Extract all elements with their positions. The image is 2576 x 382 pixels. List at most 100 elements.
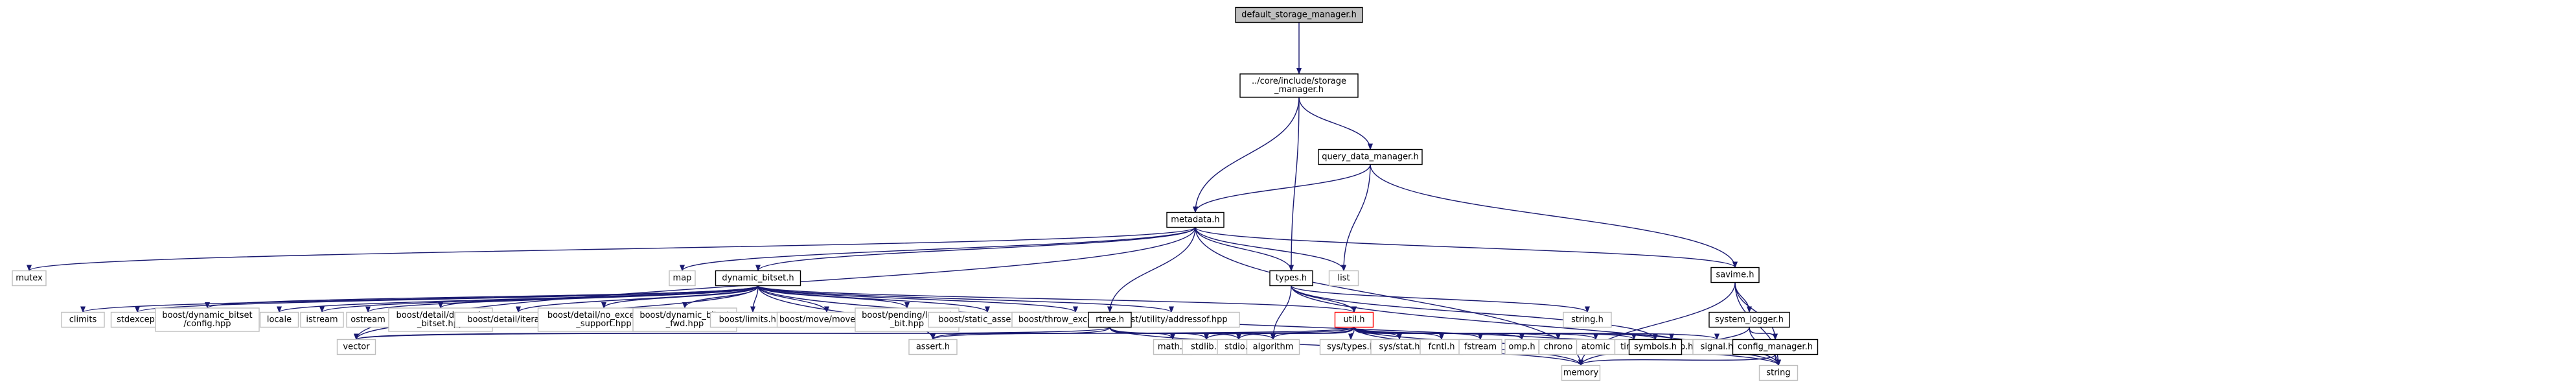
edge-metadata-to-map: [680, 226, 1196, 272]
edge-dynamic-bitset-to-boost-no-exceptions: [601, 285, 759, 309]
node-label: atomic: [1581, 342, 1610, 352]
edge-arrow: [1370, 164, 1738, 269]
edge-arrow: [1291, 285, 1658, 340]
node-label: boost/detail/no_exceptions: [547, 311, 661, 320]
edge-util-to-sys-types: [1348, 327, 1355, 340]
node-util[interactable]: util.h: [1334, 311, 1374, 328]
edge-config-manager-to-string: [1775, 354, 1781, 366]
node-label: savime.h: [1716, 270, 1754, 280]
node-metadata[interactable]: metadata.h: [1166, 211, 1225, 228]
node-box: [336, 339, 376, 355]
edge-dynamic-bitset-to-boost-limits: [750, 285, 759, 313]
edge-arrow: [1195, 227, 1346, 272]
edge-arrow: [1341, 164, 1371, 272]
node-label: algorithm: [1253, 342, 1294, 352]
node-query-data-manager[interactable]: query_data_manager.h: [1318, 149, 1423, 165]
node-label: assert.h: [916, 342, 950, 352]
node-mutex: mutex: [12, 270, 47, 287]
node-dynamic-bitset[interactable]: dynamic_bitset.h: [715, 270, 801, 287]
node-sys-types: sys/types.h: [1319, 339, 1383, 355]
edge-storage-manager-to-metadata: [1193, 97, 1300, 213]
edge-types-to-symbols: [1291, 285, 1658, 340]
node-label: sys/types.h: [1327, 342, 1375, 352]
node-label: sys/stat.h: [1379, 342, 1420, 352]
edge-storage-manager-to-query-data-manager: [1298, 97, 1373, 150]
node-label: stdio.h: [1225, 342, 1253, 352]
edge-arrow: [1195, 226, 1738, 269]
node-box: [1710, 267, 1760, 283]
node-label: _support.hpp: [575, 319, 631, 329]
node-label: string: [1766, 368, 1790, 378]
edge-util-to-algorithm: [1271, 327, 1355, 340]
edge-arrow: [1298, 97, 1373, 150]
node-box: [1239, 73, 1359, 98]
node-list: list: [1328, 270, 1359, 287]
node-assert: assert.h: [908, 339, 958, 355]
node-rtree[interactable]: rtree.h: [1088, 311, 1132, 328]
node-label: string.h: [1571, 315, 1604, 325]
node-box: [155, 307, 260, 332]
node-label: vector: [343, 342, 370, 352]
node-label: symbols.h: [1634, 342, 1677, 352]
node-istream: istream: [300, 311, 344, 328]
edge-metadata-to-rtree: [1107, 227, 1196, 313]
node-system-logger[interactable]: system_logger.h: [1708, 311, 1790, 328]
edge-arrow: [757, 285, 1174, 313]
node-climits: climits: [61, 311, 105, 328]
edge-arrow: [1271, 327, 1355, 340]
node-label: math.h: [1158, 342, 1188, 352]
node-box: [1561, 364, 1601, 381]
edge-arrow: [354, 326, 1355, 340]
node-label: metadata.h: [1171, 215, 1219, 225]
node-box: [715, 270, 801, 287]
node-box: [259, 311, 299, 328]
node-label: signal.h: [1701, 342, 1734, 352]
edge-arrow: [1193, 164, 1371, 213]
edge-dynamic-bitset-to-boost-throw: [757, 285, 1078, 313]
node-config-manager[interactable]: config_manager.h: [1732, 339, 1819, 355]
node-symbols[interactable]: symbols.h: [1628, 339, 1683, 355]
edge-arrow: [1193, 97, 1300, 213]
node-box: [300, 311, 344, 328]
node-label: chrono: [1544, 342, 1573, 352]
edge-metadata-to-types: [1195, 227, 1294, 272]
edge-dynamic-bitset-to-boost-fwd: [682, 285, 759, 309]
node-label: istream: [306, 315, 338, 325]
node-label: ../core/include/storage: [1252, 77, 1346, 86]
edge-arrow: [930, 326, 1355, 340]
node-label: mutex: [16, 274, 43, 283]
node-vector: vector: [336, 339, 376, 355]
edge-dynamic-bitset-to-boost-detail-dynamic: [438, 285, 759, 309]
node-types[interactable]: types.h: [1269, 270, 1313, 287]
node-string-h: string.h: [1563, 311, 1612, 328]
node-label: dynamic_bitset.h: [722, 274, 794, 283]
node-savime[interactable]: savime.h: [1710, 267, 1760, 283]
node-box: [12, 270, 47, 287]
node-label: default_storage_manager.h: [1241, 10, 1357, 20]
node-label: boost/dynamic_bitset: [162, 311, 252, 320]
edge-arrow: [1775, 354, 1781, 366]
edge-arrow: [757, 285, 829, 313]
node-box: [1269, 270, 1313, 287]
node-label: util.h: [1344, 315, 1365, 325]
edge-query-data-manager-to-metadata: [1193, 164, 1371, 213]
node-label: _manager.h: [1274, 85, 1324, 95]
edge-savime-to-config-manager: [1734, 282, 1778, 340]
node-box: [1334, 311, 1374, 328]
node-storage-manager[interactable]: ../core/include/storage_manager.h: [1239, 73, 1359, 98]
node-box: [1628, 339, 1683, 355]
node-label: locale: [267, 315, 292, 325]
node-label: stdexcept: [117, 315, 158, 325]
node-sys-stat: sys/stat.h: [1370, 339, 1429, 355]
node-label: boost/move/move.hpp: [779, 315, 874, 325]
edge-metadata-to-mutex: [27, 226, 1196, 272]
node-box: [669, 270, 696, 287]
node-root[interactable]: default_storage_manager.h: [1235, 6, 1363, 23]
node-box: [1088, 311, 1132, 328]
node-label: fstream: [1464, 342, 1497, 352]
edge-arrow: [516, 285, 759, 313]
edge-dynamic-bitset-to-util: [757, 285, 1357, 313]
edge-arrow: [1195, 227, 1294, 272]
node-label: ostream: [351, 315, 385, 325]
edge-arrow: [601, 285, 759, 309]
